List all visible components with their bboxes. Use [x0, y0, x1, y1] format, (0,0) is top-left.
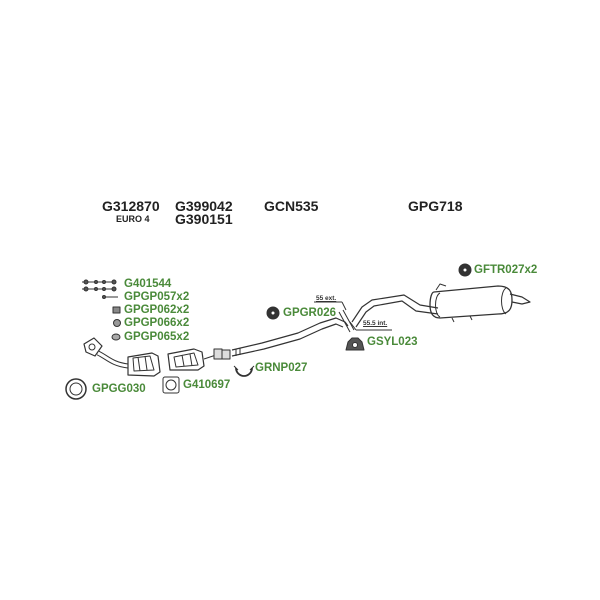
joint-markers [314, 301, 392, 333]
part-label-grnp027[interactable]: GRNP027 [255, 362, 308, 374]
catalytic-converter[interactable] [127, 352, 161, 377]
rear-muffler-code: GPG718 [408, 198, 463, 214]
emission-standard: EURO 4 [116, 214, 150, 224]
center-pipe[interactable] [231, 317, 349, 357]
nut-062[interactable] [112, 306, 121, 314]
band-clamp[interactable] [233, 365, 255, 377]
particulate-filter[interactable] [167, 348, 205, 371]
gasket-plate[interactable] [162, 376, 180, 394]
rear-muffler[interactable] [351, 283, 531, 328]
center-pipe-code: GCN535 [264, 198, 319, 214]
rubber-ring[interactable] [458, 263, 472, 277]
bolt-set[interactable] [82, 279, 117, 292]
hanger-bracket[interactable] [345, 337, 365, 351]
part-label-g410697[interactable]: G410697 [183, 379, 231, 391]
int-diameter-note: 55.5 int. [363, 320, 388, 327]
small-bolt[interactable] [102, 295, 119, 299]
ext-diameter-note: 55 ext. [316, 295, 337, 302]
part-label-gftr027[interactable]: GFTR027x2 [474, 264, 538, 276]
washer-065[interactable] [111, 333, 121, 341]
part-label-g401544[interactable]: G401544 [124, 278, 172, 290]
part-label-gpgp065[interactable]: GPGP065x2 [124, 331, 190, 343]
nut-066[interactable] [113, 319, 121, 327]
part-label-gpgg030[interactable]: GPGG030 [92, 383, 146, 395]
part-label-gpgp057[interactable]: GPGP057x2 [124, 291, 190, 303]
pipe-clamp[interactable] [213, 348, 231, 360]
gasket-ring[interactable] [65, 378, 87, 400]
dpf-code-2: G390151 [175, 211, 233, 227]
dpf-code-1: G399042 [175, 198, 233, 214]
part-label-gpgp062[interactable]: GPGP062x2 [124, 304, 190, 316]
part-label-gpgr026[interactable]: GPGR026 [283, 307, 337, 319]
catalyst-code: G312870 [102, 198, 160, 214]
part-label-gpgp066[interactable]: GPGP066x2 [124, 317, 190, 329]
rubber-mount[interactable] [266, 306, 280, 320]
part-label-gsyl023[interactable]: GSYL023 [367, 336, 418, 348]
manifold-flange[interactable] [83, 337, 103, 357]
